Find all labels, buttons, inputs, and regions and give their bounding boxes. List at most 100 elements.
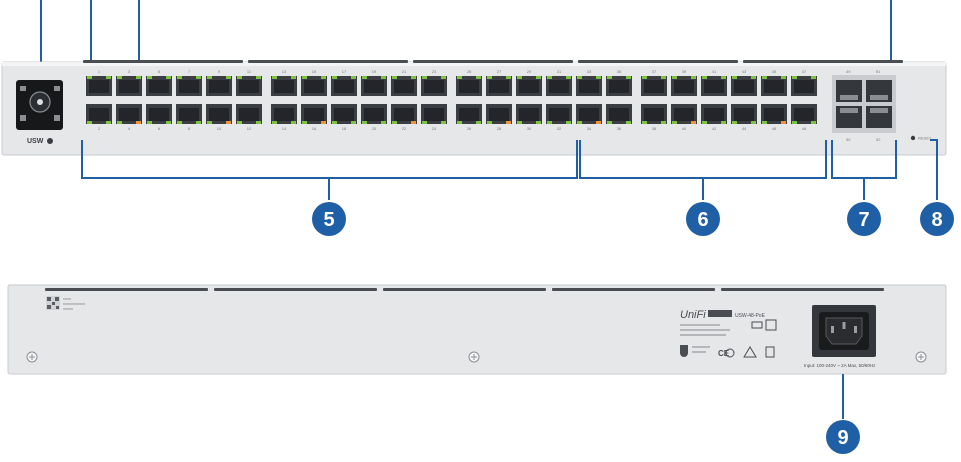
rj45-port-13[interactable] [271, 76, 297, 96]
brand-logo: UniFi [680, 309, 706, 321]
rj45-port-17[interactable] [331, 76, 357, 96]
callout-9: 9 [826, 420, 860, 454]
rj45-port-28[interactable] [486, 104, 512, 124]
rj45-port-6[interactable] [146, 104, 172, 124]
rj45-port-18[interactable] [331, 104, 357, 124]
rj45-port-29[interactable] [516, 76, 542, 96]
svg-text:6: 6 [697, 209, 708, 231]
rj45-port-34[interactable] [576, 104, 602, 124]
qr-code [46, 296, 60, 310]
rj45-port-48[interactable] [791, 104, 817, 124]
port-label-37: 37 [652, 69, 657, 74]
sfp-label-52: 52 [876, 137, 881, 142]
callout-5: 5 [312, 202, 346, 236]
port-label-44: 44 [742, 126, 747, 131]
rj45-port-11[interactable] [236, 76, 262, 96]
rj45-port-32[interactable] [546, 104, 572, 124]
port-number-labels: 1234567891011121314151617181920212223242… [98, 69, 807, 131]
port-label-1: 1 [98, 69, 101, 74]
rj45-port-19[interactable] [361, 76, 387, 96]
rj45-port-41[interactable] [701, 76, 727, 96]
port-label-30: 30 [527, 126, 532, 131]
port-label-17: 17 [342, 69, 347, 74]
rj45-port-44[interactable] [731, 104, 757, 124]
port-label-23: 23 [432, 69, 437, 74]
svg-text:CE: CE [718, 349, 730, 358]
front-brackets [81, 139, 938, 200]
rj45-port-39[interactable] [671, 76, 697, 96]
certification-icons [725, 319, 777, 358]
callout-8: 8 [920, 202, 954, 236]
power-inlet[interactable] [812, 305, 876, 357]
rj45-port-8[interactable] [176, 104, 202, 124]
port-label-25: 25 [467, 69, 472, 74]
sfp-label-50: 50 [846, 137, 851, 142]
rj45-port-26[interactable] [456, 104, 482, 124]
port-label-10: 10 [217, 126, 222, 131]
rj45-port-37[interactable] [641, 76, 667, 96]
rj45-port-30[interactable] [516, 104, 542, 124]
rj45-port-43[interactable] [731, 76, 757, 96]
port-label-4: 4 [128, 126, 131, 131]
rj45-port-42[interactable] [701, 104, 727, 124]
rj45-port-45[interactable] [761, 76, 787, 96]
rj45-port-27[interactable] [486, 76, 512, 96]
port-label-35: 35 [617, 69, 622, 74]
rj45-port-12[interactable] [236, 104, 262, 124]
svg-text:9: 9 [837, 427, 848, 449]
port-label-41: 41 [712, 69, 717, 74]
port-label-39: 39 [682, 69, 687, 74]
port-label-3: 3 [128, 69, 131, 74]
reset-button[interactable] [910, 135, 916, 141]
rj45-port-15[interactable] [301, 76, 327, 96]
rj45-port-21[interactable] [391, 76, 417, 96]
port-label-2: 2 [98, 126, 101, 131]
port-label-12: 12 [247, 126, 252, 131]
rj45-port-22[interactable] [391, 104, 417, 124]
rj45-port-1[interactable] [86, 76, 112, 96]
port-label-26: 26 [467, 126, 472, 131]
port-label-43: 43 [742, 69, 747, 74]
port-label-5: 5 [158, 69, 161, 74]
rj45-port-40[interactable] [671, 104, 697, 124]
ubiquiti-logo [680, 345, 688, 357]
port-label-33: 33 [587, 69, 592, 74]
rj45-port-16[interactable] [301, 104, 327, 124]
power-input-label: Input: 100-240V ~ 2A Max, 50/60Hz [804, 363, 876, 368]
port-label-27: 27 [497, 69, 502, 74]
rj45-port-24[interactable] [421, 104, 447, 124]
model-label: USW-48-PoE [735, 313, 766, 319]
port-label-19: 19 [372, 69, 377, 74]
rj45-port-47[interactable] [791, 76, 817, 96]
rj45-port-5[interactable] [146, 76, 172, 96]
serial-line-2: xxxxxxxxxxx [63, 301, 85, 306]
rear-vents [45, 288, 884, 291]
rj45-port-25[interactable] [456, 76, 482, 96]
rj45-port-33[interactable] [576, 76, 602, 96]
rj45-port-10[interactable] [206, 104, 232, 124]
rj45-port-2[interactable] [86, 104, 112, 124]
rj45-port-3[interactable] [116, 76, 142, 96]
rj45-port-31[interactable] [546, 76, 572, 96]
front-panel: USW 123456789101112131415161718192021222… [1, 60, 947, 156]
rj45-port-14[interactable] [271, 104, 297, 124]
reset-label: RESET [918, 136, 932, 141]
port-label-28: 28 [497, 126, 502, 131]
port-label-16: 16 [312, 126, 317, 131]
rj45-port-35[interactable] [606, 76, 632, 96]
rj45-port-7[interactable] [176, 76, 202, 96]
rj45-port-23[interactable] [421, 76, 447, 96]
rj45-port-9[interactable] [206, 76, 232, 96]
rj45-port-4[interactable] [116, 104, 142, 124]
port-label-29: 29 [527, 69, 532, 74]
callout-6: 6 [686, 202, 720, 236]
rj45-port-20[interactable] [361, 104, 387, 124]
rj45-port-46[interactable] [761, 104, 787, 124]
rj45-port-36[interactable] [606, 104, 632, 124]
rj45-port-38[interactable] [641, 104, 667, 124]
port-label-6: 6 [158, 126, 161, 131]
port-label-24: 24 [432, 126, 437, 131]
serial-line-1: xxxx [63, 296, 71, 301]
port-label-11: 11 [247, 69, 252, 74]
